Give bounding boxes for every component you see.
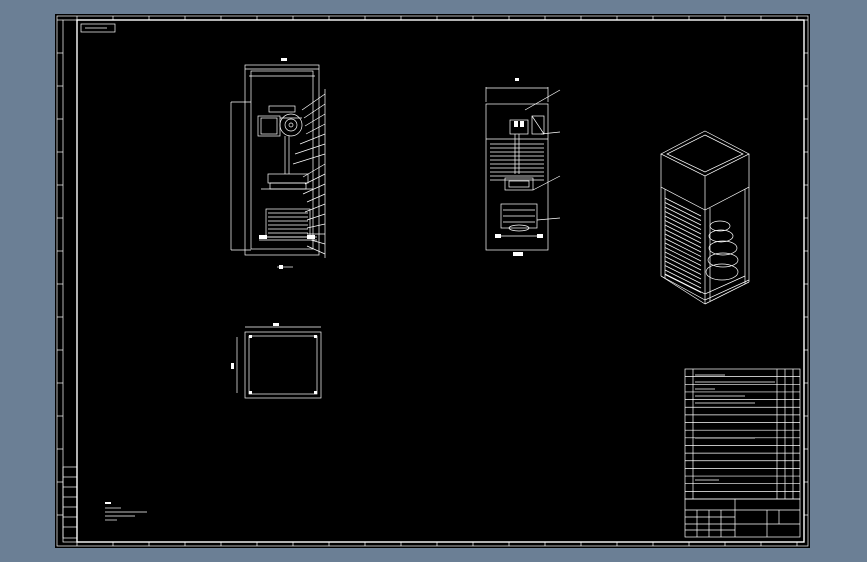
zone-ticks bbox=[57, 16, 808, 546]
side-view[interactable] bbox=[485, 78, 561, 256]
isometric-view[interactable] bbox=[660, 130, 750, 305]
slat-line bbox=[664, 215, 702, 235]
isometric-slats bbox=[664, 197, 702, 293]
sheet-frame bbox=[56, 15, 809, 547]
title-block[interactable] bbox=[684, 368, 801, 538]
outer-border bbox=[56, 15, 809, 547]
slat-line bbox=[664, 233, 702, 253]
front-view[interactable] bbox=[230, 58, 326, 269]
slat-line bbox=[664, 251, 702, 271]
slat-line bbox=[664, 247, 702, 266]
technical-notes bbox=[105, 502, 147, 521]
cad-viewport[interactable] bbox=[55, 14, 810, 548]
slat-line bbox=[664, 265, 702, 284]
slat-line bbox=[664, 274, 702, 293]
slat-line bbox=[664, 260, 702, 280]
parts-list-text-marks bbox=[695, 374, 775, 481]
slat-line bbox=[664, 269, 702, 289]
slat-line bbox=[664, 256, 702, 275]
slat-line bbox=[664, 242, 702, 262]
top-view[interactable] bbox=[231, 323, 322, 399]
title-block-box bbox=[684, 498, 801, 538]
front-view-outline bbox=[244, 64, 320, 256]
slat-line bbox=[664, 202, 702, 221]
slat-line bbox=[664, 229, 702, 248]
slat-line bbox=[664, 238, 702, 257]
revision-table bbox=[62, 466, 78, 539]
slat-line bbox=[664, 220, 702, 239]
side-view-slats bbox=[490, 143, 544, 181]
parts-list bbox=[684, 368, 801, 500]
slat-line bbox=[664, 206, 702, 226]
slat-line bbox=[664, 211, 702, 230]
drawing-number-box bbox=[80, 23, 116, 33]
left-binding-strip bbox=[62, 19, 78, 543]
slat-line bbox=[664, 224, 702, 244]
cad-drawing-canvas[interactable] bbox=[55, 14, 810, 548]
inner-border bbox=[76, 19, 805, 543]
side-view-outline bbox=[485, 103, 549, 251]
top-view-outline bbox=[244, 331, 322, 399]
leader-lines bbox=[292, 89, 326, 258]
parts-list-rows bbox=[685, 376, 800, 492]
slat-line bbox=[664, 197, 702, 217]
